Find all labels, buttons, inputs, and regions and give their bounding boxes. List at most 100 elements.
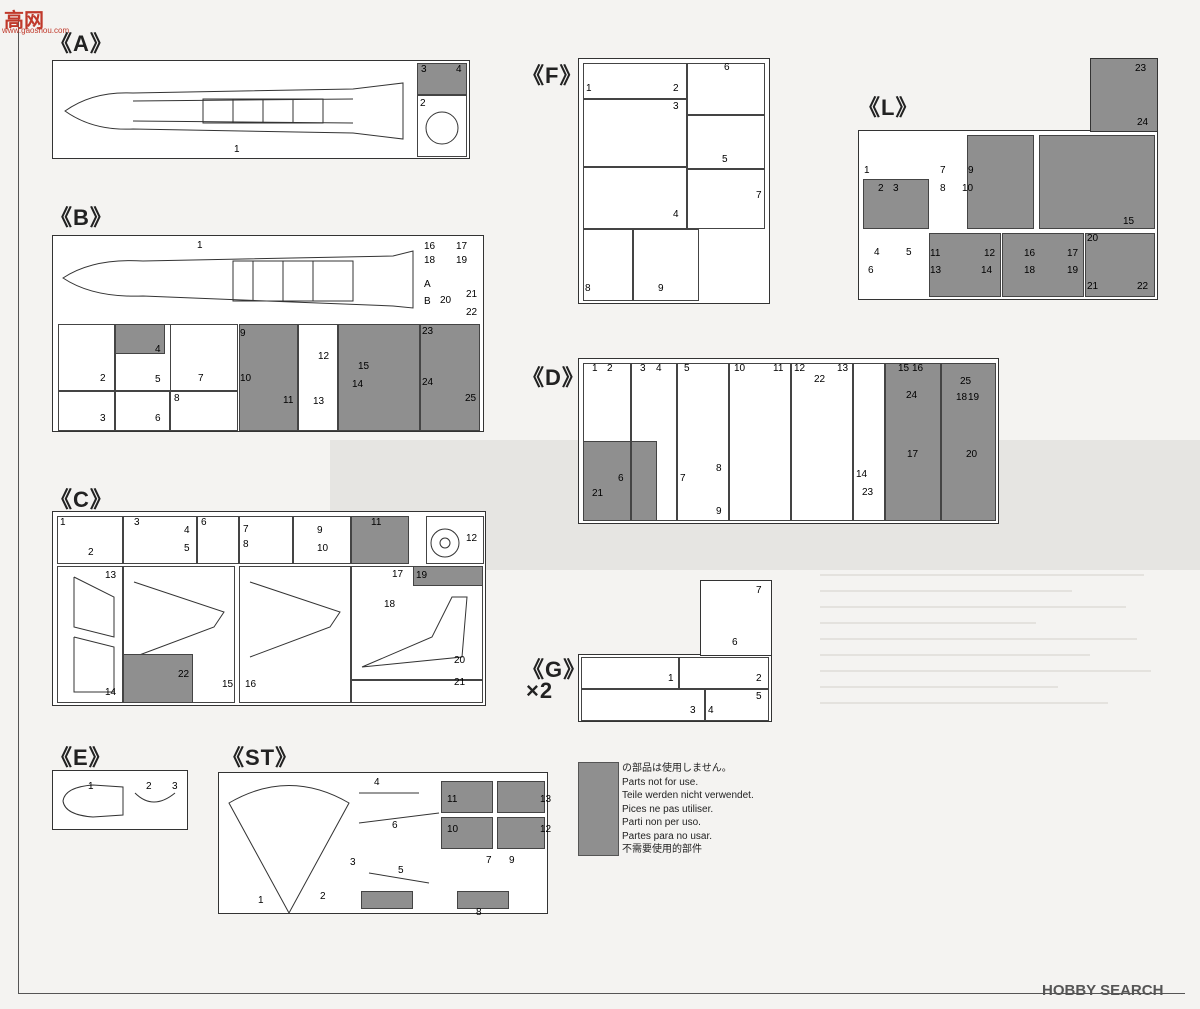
part-cell	[58, 391, 115, 431]
part-unused-cell	[123, 654, 193, 703]
part-label: 8	[174, 393, 180, 404]
part-a1-fuselage-upper	[64, 82, 404, 140]
part-unused-cell	[338, 324, 420, 431]
part-label: A	[424, 279, 431, 290]
part-unused-cell	[115, 324, 165, 354]
part-label: 6	[392, 820, 398, 831]
part-label: 3	[421, 64, 427, 75]
part-label: 21	[466, 289, 478, 300]
part-label: 16	[912, 363, 924, 374]
part-label: 10	[962, 183, 974, 194]
part-label: 9	[509, 855, 515, 866]
part-label: 8	[940, 183, 946, 194]
part-label: 6	[618, 473, 624, 484]
legend-unused-swatch	[578, 762, 619, 856]
part-label: 2	[320, 891, 326, 902]
part-label: 4	[874, 247, 880, 258]
sprue-g	[578, 654, 772, 722]
part-label: 13	[105, 570, 117, 581]
part-cell	[687, 115, 765, 169]
part-label: 17	[392, 569, 404, 580]
part-label: 7	[940, 165, 946, 176]
part-unused-cell	[929, 233, 1001, 297]
part-label: 11	[447, 794, 458, 805]
part-cell	[687, 63, 765, 115]
part-label: 4	[184, 525, 190, 536]
part-unused-cell	[941, 363, 996, 521]
part-label: 16	[245, 679, 257, 690]
part-cell	[633, 229, 699, 301]
part-cell	[123, 516, 197, 564]
sprue-d	[578, 358, 999, 524]
sprue-f	[578, 58, 770, 304]
sprue-g-tab	[700, 580, 772, 656]
legend-line: Pices ne pas utiliser.	[622, 803, 714, 815]
part-label: 4	[456, 64, 462, 75]
part-cell	[583, 99, 687, 167]
part-label: 2	[673, 83, 679, 94]
legend-text: の部品は使用しません。 Parts not for use. Teile wer…	[622, 762, 754, 857]
part-label: 18	[384, 599, 396, 610]
part-label: 11	[283, 395, 294, 406]
part-label: 14	[352, 379, 364, 390]
part-unused-cell	[420, 324, 480, 431]
part-label: 20	[440, 295, 452, 306]
part-unused-cell	[1002, 233, 1084, 297]
part-label: 19	[456, 255, 468, 266]
background-ghost-text	[820, 560, 1180, 990]
part-cell	[583, 63, 687, 99]
legend-line: の部品は使用しません。	[622, 763, 732, 774]
part-label: 1	[88, 781, 94, 792]
part-label: 17	[907, 449, 919, 460]
part-label: 7	[243, 524, 249, 535]
part-label: 8	[585, 283, 591, 294]
part-unused-cell	[583, 441, 631, 521]
legend-line: Partes para no usar.	[622, 830, 713, 842]
part-cell	[583, 167, 687, 229]
part-label: 11	[371, 517, 382, 528]
part-cell	[351, 680, 483, 703]
part-cell	[239, 566, 351, 703]
part-b1-fuselage-lower	[62, 250, 414, 309]
part-label: 22	[814, 374, 826, 385]
part-cell	[57, 566, 123, 703]
part-label: 12	[540, 824, 552, 835]
part-label: 10	[317, 543, 329, 554]
part-cell	[853, 363, 885, 521]
part-unused-cell	[239, 324, 298, 431]
part-label: B	[424, 296, 431, 307]
part-label: 12	[794, 363, 806, 374]
part-label: 4	[374, 777, 380, 788]
part-label: 14	[981, 265, 993, 276]
sprue-e	[52, 770, 188, 830]
sprue-l-title: 《L》	[858, 95, 919, 120]
part-label: 20	[454, 655, 466, 666]
part-label: 3	[134, 517, 140, 528]
part-label: 5	[684, 363, 690, 374]
part-cell	[239, 516, 293, 564]
part-label: 4	[155, 344, 161, 355]
part-cell	[58, 324, 115, 391]
part-label: 15	[358, 361, 370, 372]
part-label: 23	[422, 326, 434, 337]
part-label: 1	[586, 83, 592, 94]
part-label: 19	[416, 570, 428, 581]
part-label: 13	[930, 265, 942, 276]
sprue-f-title: 《F》	[522, 63, 583, 88]
part-label: 20	[966, 449, 978, 460]
part-label: 17	[456, 241, 468, 252]
sprue-st-title: 《ST》	[222, 745, 299, 770]
part-label: 5	[756, 691, 762, 702]
part-cell	[57, 516, 123, 564]
sprue-st	[218, 772, 548, 914]
part-label: 18	[1024, 265, 1036, 276]
part-label: 2	[607, 363, 613, 374]
part-label: 9	[968, 165, 974, 176]
part-label: 7	[486, 855, 492, 866]
part-cell	[426, 516, 484, 564]
legend-line: Teile werden nicht verwendet.	[622, 790, 754, 801]
sprue-c-title: 《C》	[50, 487, 113, 512]
part-unused-cell	[497, 781, 545, 813]
part-unused-cell	[351, 516, 409, 564]
part-label: 3	[893, 183, 899, 194]
